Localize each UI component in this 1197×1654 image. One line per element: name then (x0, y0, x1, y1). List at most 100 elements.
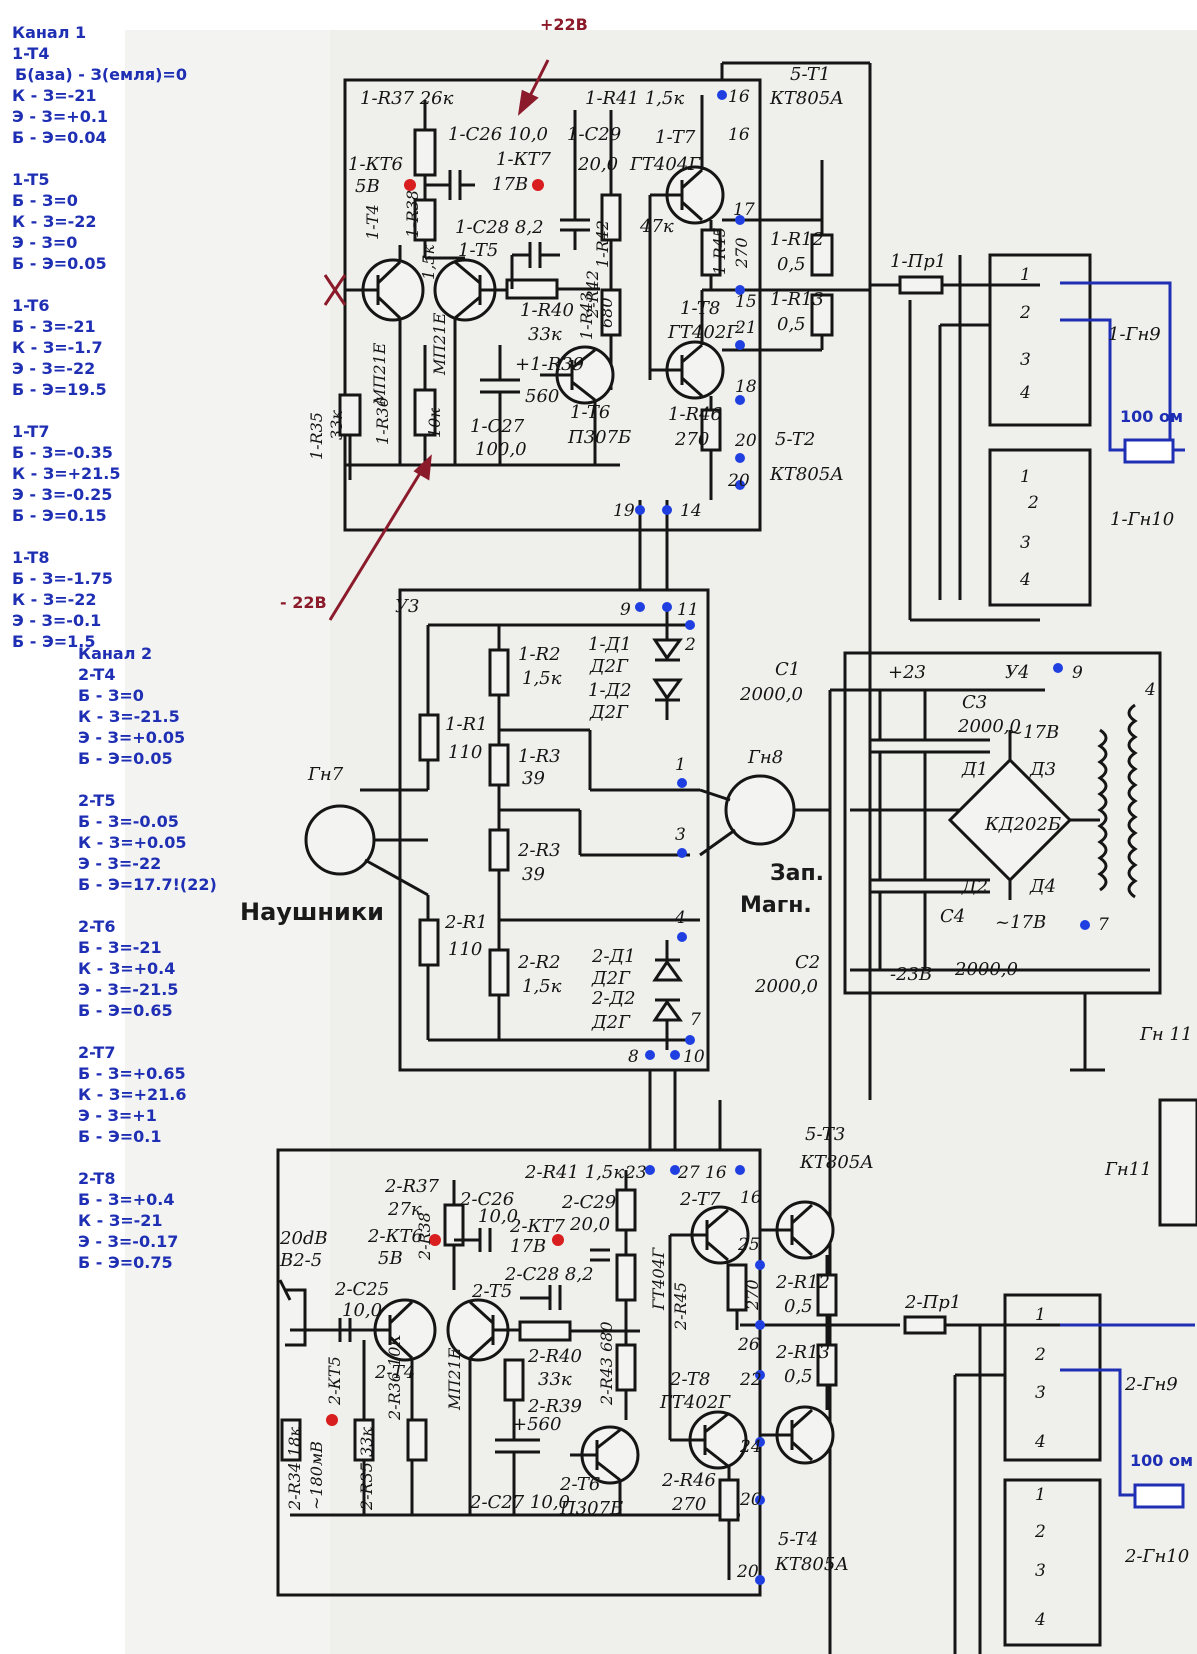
label-r13v-1: 0,5 (777, 314, 806, 335)
pin-7: 7 (690, 1010, 701, 1030)
pin-15: 15 (735, 292, 757, 312)
label-d2t-1: Д2Г (589, 702, 629, 723)
ch1-t7-line: Э - З=-0.25 (12, 485, 113, 504)
label-t6-1: 1-T6 (570, 402, 610, 423)
label-r38v-1: 1,5к (419, 245, 438, 280)
label-r43-2: 2-R43 680 (597, 1321, 616, 1406)
label-t4: 5-T4 (778, 1529, 818, 1550)
label-r43-1: 1-R43 (577, 292, 596, 340)
label-t4-2: 2-T4 (374, 1362, 415, 1383)
pin-16d: 16 (740, 1188, 762, 1208)
label-r46v-1: 270 (674, 429, 709, 450)
jack1-pin3: 3 (1020, 350, 1031, 370)
ch2-t4-name: 2-T4 (78, 665, 116, 684)
label-r12-2: 2-R12 (775, 1272, 830, 1293)
label-c2: C2 (795, 952, 820, 973)
label-mp2-1: МП21Е (430, 312, 449, 376)
ch2-t8-line: Б - Э=0.75 (78, 1253, 173, 1272)
label-r40v-1: 33к (528, 324, 562, 345)
label-c4: C4 (940, 906, 965, 927)
ch2-t6-line: Б - З=-21 (78, 938, 162, 957)
label-r36v-1: 10к (425, 408, 444, 438)
label-c27-1: 1-C27 (470, 416, 525, 437)
pin-19: 19 (613, 501, 635, 521)
jack2-pin2: 2 (1027, 493, 1039, 513)
jack4-pin3: 3 (1035, 1561, 1046, 1581)
label-r45v-1: 270 (732, 237, 751, 269)
test-points-red (326, 179, 564, 1426)
pin-18: 18 (735, 377, 757, 397)
schematic-labels-rotated: 1-R38 1,5к 1-R42 1-R45 270 1-R43 680 МП2… (285, 190, 762, 1511)
label-r40v-2: 33к (538, 1369, 572, 1390)
label-gn10-1: 1-Гн10 (1110, 509, 1174, 530)
label-d1-2: 2-Д1 (591, 946, 636, 967)
label-r42v-1: 47к (639, 216, 674, 237)
ch2-t5-line: Б - Э=17.7!(22) (78, 875, 217, 894)
jack1-pin2: 2 (1019, 303, 1031, 323)
jack4-pin1: 1 (1035, 1485, 1046, 1505)
label-t8-1: 1-T8 (680, 298, 720, 319)
label-r3-2: 2-R3 (517, 840, 561, 861)
ch1-t4-line: К - З=-21 (12, 86, 97, 105)
ch1-t5-line: Э - З=0 (12, 233, 78, 252)
u3-frame (398, 588, 710, 1072)
label-kt7v-2: 17В (510, 1236, 546, 1257)
label-c29v-2: 20,0 (569, 1214, 610, 1235)
label-r12v-1: 0,5 (777, 254, 806, 275)
label-u4: У4 (1005, 662, 1029, 683)
label-c27-2: 2-C27 10,0 (469, 1492, 570, 1513)
label-r35-1: 1-R35 (307, 412, 326, 460)
ch1-t6-line: Э - З=-22 (12, 359, 96, 378)
pin-8: 8 (628, 1047, 639, 1067)
ch2-t8-line: Э - З=-0.17 (78, 1232, 179, 1251)
label-c2v: 2000,0 (754, 976, 818, 997)
ch2-t8-name: 2-T8 (78, 1169, 116, 1188)
label-c1v: 2000,0 (739, 684, 803, 705)
label-pr1-1: 1-Пр1 (890, 251, 946, 272)
label-gn8: Гн8 (747, 747, 783, 768)
label-r38-2: 2-R38 (415, 1212, 434, 1261)
label-db: 20dB (279, 1228, 328, 1249)
label-t7-type-1: ГТ404Г (629, 154, 701, 175)
label-r13v-2: 0,5 (784, 1366, 813, 1387)
plus22-label: +22В (540, 15, 588, 34)
pin-20b: 20 (727, 471, 750, 491)
ch2-t6-line: Э - З=-21.5 (78, 980, 179, 999)
pin-10: 10 (683, 1047, 705, 1067)
terminal-dots (635, 90, 1090, 1585)
voltage-arrows (323, 59, 550, 621)
label-r45-2: 2-R45 (671, 1282, 690, 1331)
load-label-2: 100 ом (1130, 1451, 1193, 1470)
jack3-pin2: 2 (1034, 1345, 1046, 1365)
jack1-pin4: 4 (1019, 383, 1031, 403)
label-r45v-2: 270 (743, 1279, 762, 1311)
label-r46-1: 1-R46 (668, 404, 722, 425)
pin-16a: 16 (728, 87, 750, 107)
label-r2-1: 1-R2 (518, 644, 561, 665)
label-r46-2: 2-R46 (661, 1470, 716, 1491)
pin-20c: 20 (739, 1490, 762, 1510)
ch1-t5-line: Б - Э=0.05 (12, 254, 107, 273)
label-t2-type: КТ805А (769, 464, 844, 485)
label-d1-1: 1-Д1 (588, 634, 632, 655)
label-d2: Д2 (961, 876, 988, 897)
pin-16c: 16 (705, 1163, 727, 1183)
label-gn9-2: 2-Гн9 (1124, 1374, 1178, 1395)
ch2-t7-name: 2-T7 (78, 1043, 116, 1062)
label-r1v-2: 110 (448, 939, 482, 960)
label-c28-1: 1-C28 8,2 (455, 217, 544, 238)
label-kt6v-2: 5В (378, 1248, 403, 1269)
minus22-label: - 22В (280, 593, 327, 612)
label-gn11: Гн 11 (1139, 1024, 1192, 1045)
pin-16b: 16 (728, 125, 750, 145)
pin-numbers: 16 16 17 15 21 18 20 20 19 14 9 11 2 1 3… (613, 87, 1156, 1630)
ch2-t6-line: К - З=+0.4 (78, 959, 176, 978)
jack4-pin4: 4 (1034, 1610, 1046, 1630)
ch1-t7-line: Б - Э=0.15 (12, 506, 107, 525)
ch2-t5-line: Э - З=-22 (78, 854, 162, 873)
ch2-t5-name: 2-T5 (78, 791, 116, 810)
label-v17a: ~17В (1008, 722, 1059, 743)
label-r2v-1: 1,5к (522, 668, 562, 689)
label-c4v: 2000,0 (954, 959, 1018, 980)
label-t2: 5-T2 (775, 429, 815, 450)
